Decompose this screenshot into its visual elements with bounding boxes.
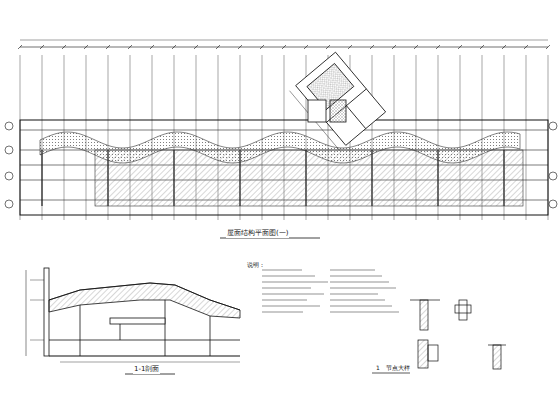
drawing-label: 1-1剖面 — [133, 366, 160, 374]
drawing-label: 说明： — [246, 262, 266, 269]
drawing-label: 节点大样 — [385, 365, 411, 372]
drawing-label: 1 — [375, 365, 381, 372]
drawing-label: 屋面结构平面图(一) — [226, 230, 289, 238]
